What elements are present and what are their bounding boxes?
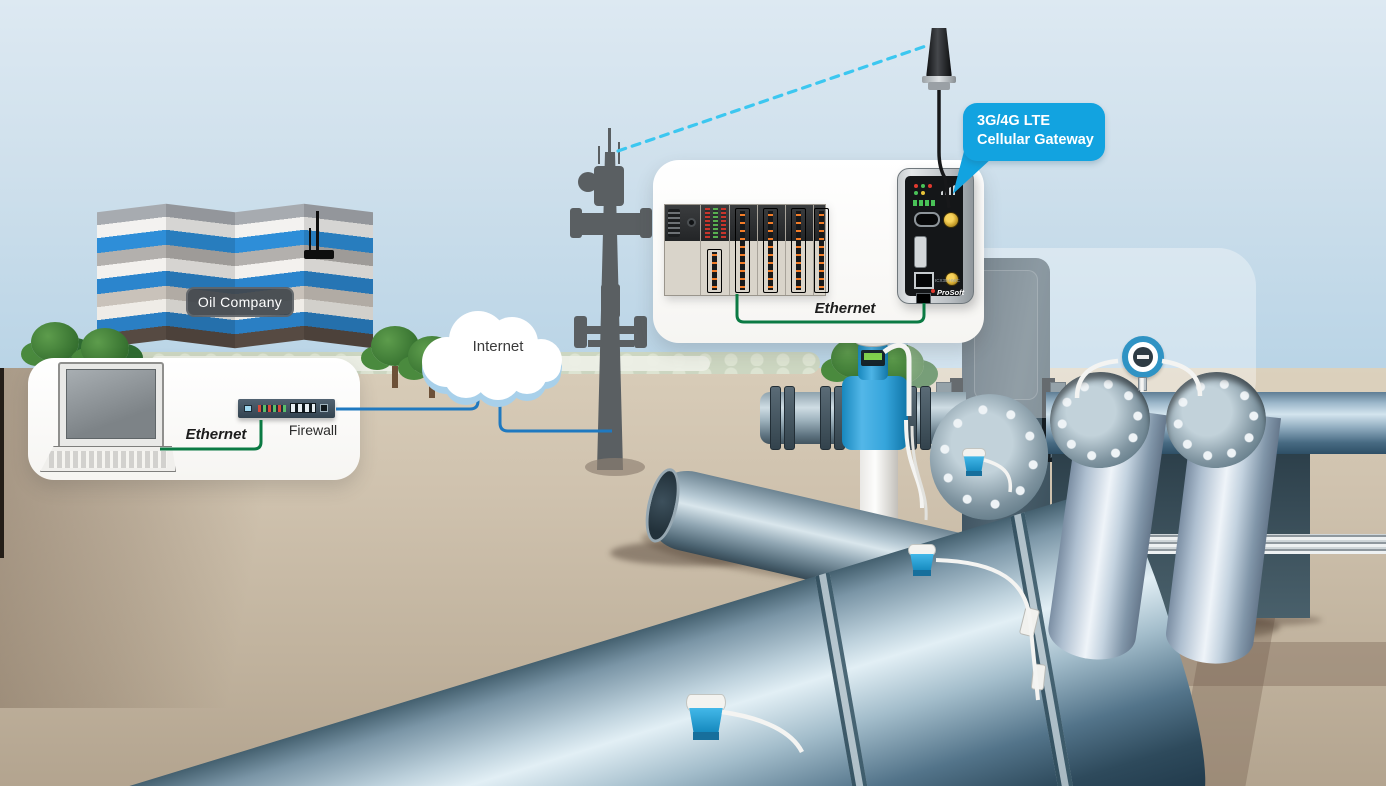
pipeline-sensor [686, 694, 726, 740]
oil-company-sign: Oil Company [186, 287, 294, 317]
pipe-flange [820, 386, 831, 450]
building-antenna-icon [309, 228, 311, 254]
gateway-faceplate: ICX35-HWC ProSoft [905, 176, 965, 304]
sensor-body [910, 553, 934, 573]
ethernet-port [914, 272, 934, 289]
gateway-led [928, 184, 932, 188]
flow-meter-lcd [864, 353, 882, 360]
gateway-led [921, 191, 925, 195]
pipeline-sensor [908, 544, 936, 576]
antenna-mount-ring [928, 82, 950, 90]
keyboard [40, 446, 176, 472]
plc-module-separator [729, 205, 730, 295]
plc-rack [664, 204, 829, 296]
sensor-foot [693, 731, 719, 740]
building-antenna-base [304, 250, 334, 259]
cable-connector [1030, 663, 1047, 691]
plc-module-separator [813, 205, 814, 295]
oil-company-sign-label: Oil Company [197, 294, 283, 310]
gateway-led [914, 184, 918, 188]
firewall-led [244, 405, 252, 412]
valve-station-panel [974, 270, 1038, 400]
sensor-foot [913, 570, 931, 576]
pipe-flange [770, 386, 781, 450]
pipe-flange [920, 386, 931, 450]
plc-terminal-strip [763, 208, 778, 293]
office-ethernet-label: Ethernet [185, 425, 247, 443]
tree-trunk [429, 376, 435, 398]
firewall-uplink-port [320, 404, 328, 412]
tree-trunk [392, 366, 398, 388]
building-facade-segment [97, 203, 166, 349]
flow-meter-body [842, 376, 908, 450]
desktop-monitor [58, 362, 164, 450]
gateway-led [921, 184, 925, 188]
monitor-screen [66, 369, 156, 439]
plc-led-column [713, 208, 718, 238]
plc-terminal-strip [735, 208, 750, 293]
plc-terminal-strip [707, 249, 722, 293]
plc-led-column [705, 208, 710, 238]
pipeline-weld-seam [815, 571, 888, 786]
pressure-transmitter [1122, 336, 1164, 378]
gateway-led [914, 191, 918, 195]
building-antenna-icon [316, 211, 319, 255]
cellular-gateway-device: ICX35-HWC ProSoft [897, 168, 974, 304]
sensor-body [689, 707, 723, 735]
building-facade-segment [235, 203, 304, 349]
building-facade-segment [166, 203, 235, 349]
gateway-callout: 3G/4G LTE Cellular Gateway [963, 103, 1105, 161]
serial-port [914, 212, 940, 227]
gateway-green-leds [913, 200, 935, 206]
callout-line1: 3G/4G LTE [977, 113, 1051, 129]
plc-terminal-strip [814, 208, 829, 293]
tree-canopy [31, 322, 79, 362]
power-connector [916, 293, 931, 304]
sensor-foot [966, 470, 982, 476]
antenna-connector [943, 212, 959, 228]
gateway-logo-dot [931, 289, 935, 293]
plc-module-separator [785, 205, 786, 295]
plc-terminal-strip [791, 208, 806, 293]
building-facade-segment [304, 203, 373, 349]
plc-led-column [721, 208, 726, 238]
flow-meter-display [861, 350, 885, 366]
ground-edge-strip [0, 368, 4, 558]
firewall-device [238, 399, 335, 418]
plc-module-separator [757, 205, 758, 295]
pipeline-sensor [962, 448, 986, 476]
plc-module-separator [700, 205, 701, 295]
antenna-mount-ring [922, 76, 956, 83]
internet-label: Internet [472, 338, 524, 355]
gateway-model-label: ICX35-HWC [935, 278, 960, 283]
pipe-flange [784, 386, 795, 450]
firewall-port-row [290, 403, 316, 413]
firewall-status-lights [258, 405, 286, 412]
field-ethernet-label: Ethernet [814, 299, 876, 317]
sensor-body [963, 456, 985, 473]
firewall-label: Firewall [288, 422, 338, 438]
callout-line2: Cellular Gateway [977, 131, 1094, 148]
transmitter-stem [1138, 377, 1147, 391]
plc-knob [687, 218, 696, 227]
transmitter-display [1133, 347, 1153, 367]
gateway-brand-label: ProSoft [937, 288, 965, 297]
keyboard-keys [49, 451, 167, 468]
antenna-connector [945, 272, 959, 286]
plc-power-vents [668, 209, 680, 237]
sd-card-slot [914, 236, 927, 268]
